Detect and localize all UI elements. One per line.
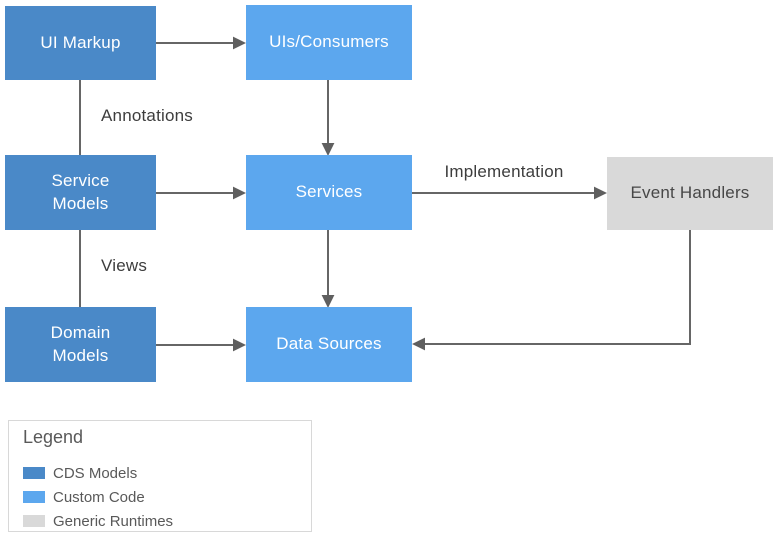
edge-label-annotations: Annotations: [101, 106, 193, 125]
node-service-models: Service Models: [5, 155, 156, 230]
legend-swatch-custom-code: [23, 491, 45, 503]
legend-rows: CDS Models Custom Code Generic Runtimes: [23, 461, 301, 533]
legend-swatch-cds-models: [23, 467, 45, 479]
legend: Legend CDS Models Custom Code Generic Ru…: [8, 420, 312, 532]
arrowhead-services-eventhandlers: [594, 186, 607, 200]
edge-label-views: Views: [101, 256, 148, 275]
arrowhead-servicemodels-services: [233, 186, 246, 200]
legend-label-custom-code: Custom Code: [53, 488, 145, 506]
node-uis-consumers: UIs/Consumers: [246, 5, 412, 80]
node-ui-markup: UI Markup: [5, 6, 156, 80]
node-services: Services: [246, 155, 412, 230]
legend-label-generic-runtimes: Generic Runtimes: [53, 512, 174, 530]
node-data-sources: Data Sources: [246, 307, 412, 382]
legend-swatch-generic-runtimes: [23, 515, 45, 527]
legend-label-cds-models: CDS Models: [53, 464, 138, 482]
legend-title: Legend: [23, 427, 84, 447]
arrowhead-uimarkup-uisconsumers: [233, 36, 246, 50]
legend-item-custom-code: Custom Code: [23, 485, 301, 509]
node-domain-models: Domain Models: [5, 307, 156, 382]
edge-eventhandlers-datasources: [424, 230, 691, 345]
edge-label-implementation: Implementation: [444, 162, 564, 181]
arrowhead-domainmodels-datasources: [233, 338, 246, 352]
legend-item-generic-runtimes: Generic Runtimes: [23, 509, 301, 533]
legend-item-cds-models: CDS Models: [23, 461, 301, 485]
node-event-handlers: Event Handlers: [607, 157, 773, 230]
arrowhead-eventhandlers-datasources: [412, 337, 425, 351]
